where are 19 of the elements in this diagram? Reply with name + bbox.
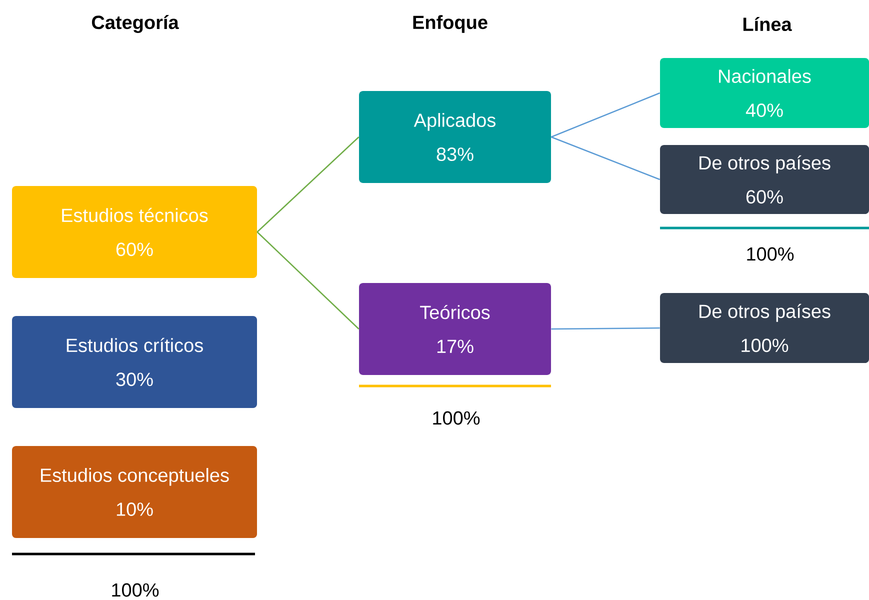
connector-line: [550, 92, 660, 138]
total-label: 100%: [112, 583, 159, 597]
category-box: De otros países 100%: [660, 293, 869, 363]
category-box: Teóricos 17%: [359, 283, 551, 375]
connector-line: [256, 136, 360, 232]
column-heading: Enfoque: [413, 15, 488, 33]
total-label: 100%: [747, 247, 794, 261]
category-box: Estudios técnicos 60%: [12, 186, 257, 278]
connector-line: [256, 232, 360, 330]
column-heading: Categoría: [92, 15, 179, 33]
category-box: Aplicados 83%: [359, 91, 551, 183]
connector-line: [550, 136, 660, 180]
total-label: 100%: [433, 411, 480, 425]
category-box: Nacionales 40%: [660, 58, 869, 128]
category-box: Estudios conceptueles 10%: [12, 446, 257, 538]
connector-line: [551, 327, 660, 330]
column-heading: Línea: [743, 16, 792, 32]
category-box: De otros países 60%: [660, 145, 869, 214]
category-box: Estudios críticos 30%: [12, 316, 257, 408]
